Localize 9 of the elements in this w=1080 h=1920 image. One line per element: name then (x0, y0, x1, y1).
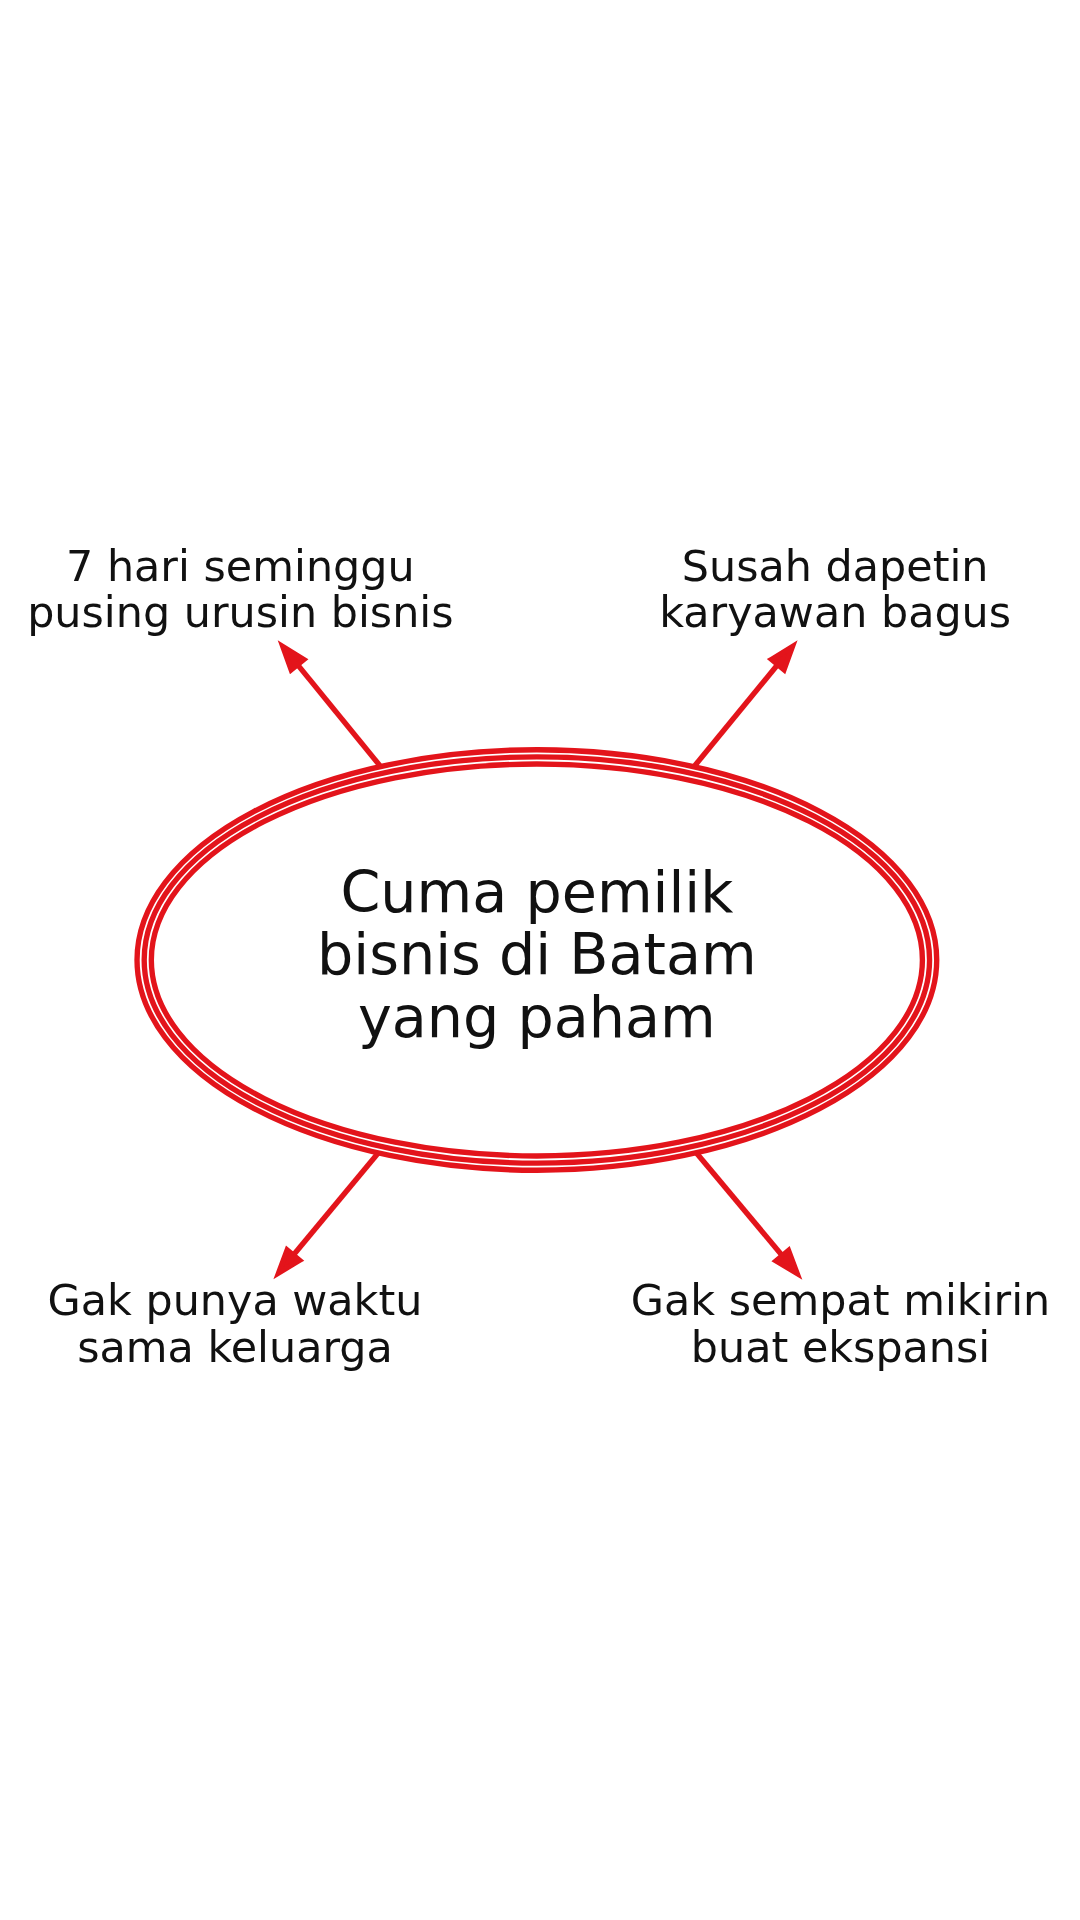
arrow (691, 640, 798, 769)
node-text: Susah dapetin karyawan bagus (659, 540, 1012, 638)
node-text: Gak punya waktu sama keluarga (47, 1275, 423, 1372)
arrow (277, 640, 383, 768)
node-text: Gak sempat mikirin buat ekspansi (630, 1275, 1051, 1372)
node-text: 7 hari seminggu pusing urusin bisnis (27, 540, 454, 638)
arrow (273, 1151, 381, 1280)
node-ellipse: Cuma pemilik bisnis di Batam yang paham (134, 747, 940, 1173)
arrow (694, 1150, 803, 1280)
